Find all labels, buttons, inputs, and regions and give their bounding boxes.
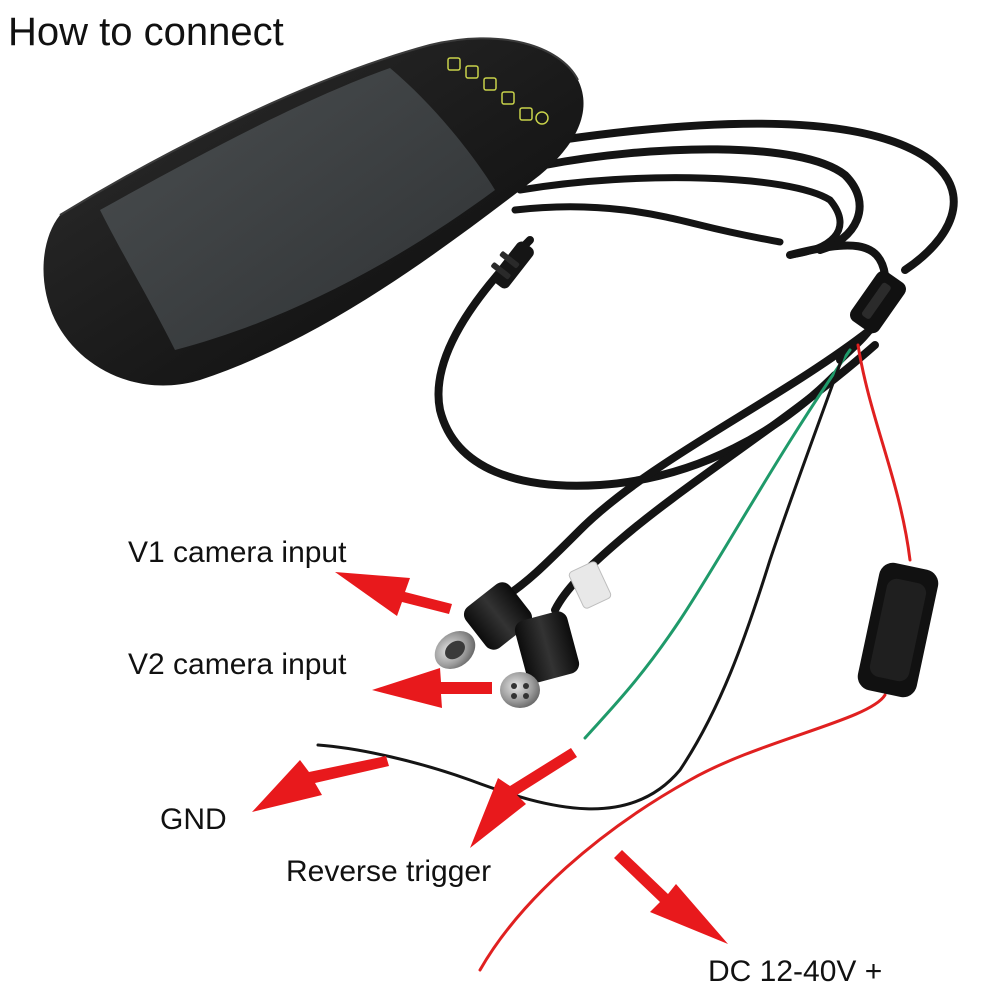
black-wire (316, 348, 847, 811)
monitor-buttons (447, 57, 549, 125)
right-button-icon[interactable] (501, 91, 515, 105)
label-gnd: GND (160, 803, 227, 836)
video-plug-v2 (500, 611, 580, 708)
monitor-bezel-edge (59, 37, 579, 216)
wire-splitter (850, 270, 906, 334)
red-wire (856, 343, 912, 562)
mirror-monitor (43, 37, 584, 386)
cable-loop-upper (541, 145, 864, 254)
page-title: How to connect (8, 10, 284, 54)
inline-fuse (857, 562, 939, 698)
video-plug-v1 (434, 582, 533, 670)
cable-to-plugs (496, 326, 874, 604)
arrow-dc (614, 850, 728, 944)
label-v2-camera-input: V2 camera input (128, 648, 347, 681)
arrow-v1 (335, 572, 452, 616)
arrow-gnd (252, 756, 389, 812)
label-reverse-trigger: Reverse trigger (286, 855, 492, 888)
left-button-icon[interactable] (465, 65, 479, 79)
green-wire (583, 348, 852, 740)
menu-button-icon[interactable] (447, 57, 461, 71)
label-dc-power: DC 12-40V + (708, 955, 883, 988)
arrow-v2 (372, 668, 492, 708)
arrow-reverse (470, 748, 577, 848)
red-wire-lower (478, 693, 887, 972)
select-button-icon[interactable] (519, 107, 533, 121)
cable-loop-mid (516, 174, 844, 259)
inline-connector (491, 241, 534, 289)
cable-bundle (434, 119, 958, 614)
mode-button-icon[interactable] (483, 77, 497, 91)
monitor-screen (100, 68, 495, 350)
cable-tag (568, 561, 612, 609)
power-button-icon[interactable] (535, 111, 549, 125)
label-v1-camera-input: V1 camera input (128, 536, 347, 569)
cable-to-connector (511, 203, 784, 246)
callout-arrows (252, 572, 728, 944)
cable-loop-outer (556, 119, 958, 274)
loose-wires (316, 343, 912, 972)
